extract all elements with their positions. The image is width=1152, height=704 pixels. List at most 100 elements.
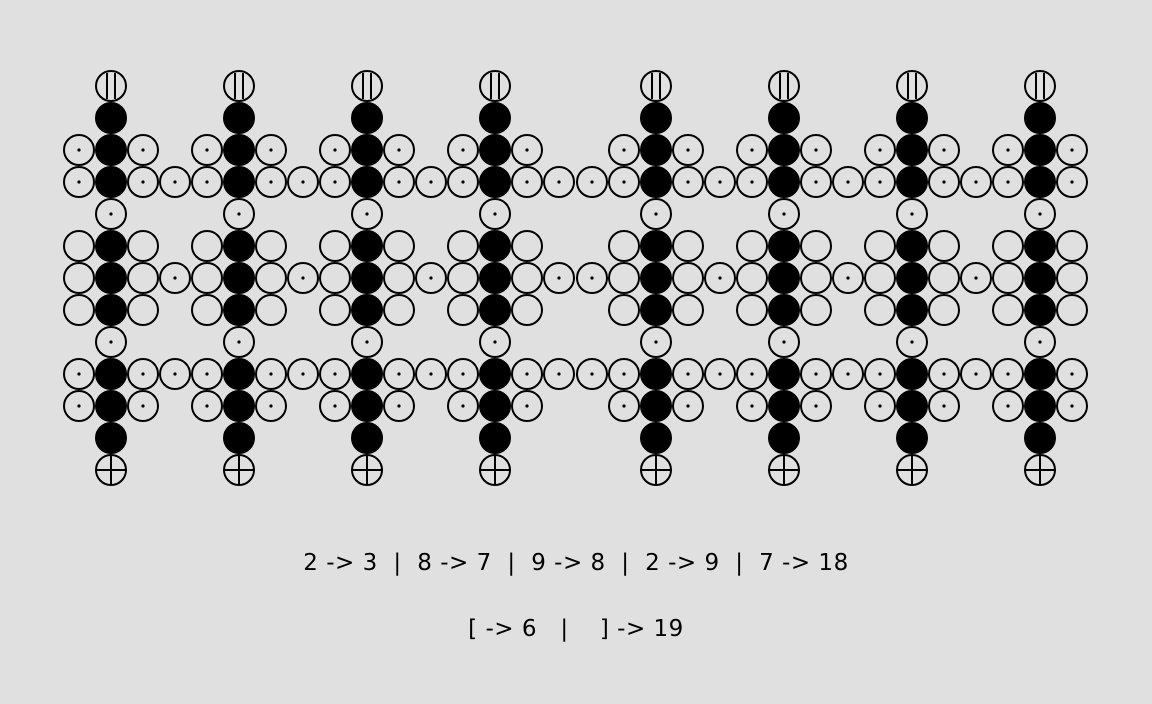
filled-piece	[351, 134, 383, 166]
filled-piece	[351, 390, 383, 422]
filled-piece	[223, 358, 255, 390]
empty-piece	[127, 262, 159, 294]
dot-piece	[479, 326, 511, 358]
dot-piece	[287, 358, 319, 390]
filled-piece	[768, 390, 800, 422]
filled-piece	[896, 358, 928, 390]
dot-piece	[1024, 198, 1056, 230]
dot-piece	[63, 358, 95, 390]
dot-piece	[159, 262, 191, 294]
filled-piece	[896, 262, 928, 294]
cross-piece	[768, 454, 800, 486]
dot-piece	[576, 358, 608, 390]
empty-piece	[928, 230, 960, 262]
dot-piece	[928, 358, 960, 390]
filled-piece	[640, 358, 672, 390]
filled-piece	[351, 422, 383, 454]
empty-piece	[864, 294, 896, 326]
filled-piece	[768, 134, 800, 166]
game-board	[63, 70, 1088, 486]
empty-piece	[864, 262, 896, 294]
filled-piece	[640, 294, 672, 326]
filled-piece	[223, 102, 255, 134]
dot-piece	[800, 390, 832, 422]
empty-piece	[1056, 262, 1088, 294]
empty-piece	[63, 230, 95, 262]
bar-piece	[223, 70, 255, 102]
dot-piece	[800, 166, 832, 198]
filled-piece	[351, 358, 383, 390]
filled-piece	[95, 230, 127, 262]
dot-piece	[800, 358, 832, 390]
dot-piece	[640, 198, 672, 230]
piece-column-1	[63, 70, 159, 486]
empty-piece	[608, 262, 640, 294]
empty-piece	[511, 294, 543, 326]
empty-piece	[319, 262, 351, 294]
filled-piece	[479, 262, 511, 294]
dot-piece	[1056, 134, 1088, 166]
dot-piece	[608, 134, 640, 166]
dot-piece	[127, 134, 159, 166]
filled-piece	[223, 294, 255, 326]
dot-piece	[127, 390, 159, 422]
dot-piece	[543, 358, 575, 390]
dot-piece	[287, 166, 319, 198]
filled-piece	[768, 294, 800, 326]
filled-piece	[768, 230, 800, 262]
dot-piece	[447, 390, 479, 422]
filled-piece	[351, 166, 383, 198]
empty-piece	[127, 230, 159, 262]
empty-piece	[447, 262, 479, 294]
filled-piece	[223, 230, 255, 262]
empty-piece	[736, 294, 768, 326]
empty-piece	[800, 262, 832, 294]
dot-piece	[672, 134, 704, 166]
filled-piece	[479, 358, 511, 390]
bar-piece	[351, 70, 383, 102]
filled-piece	[223, 390, 255, 422]
filled-piece	[1024, 166, 1056, 198]
filled-piece	[896, 422, 928, 454]
dot-piece	[896, 326, 928, 358]
dot-piece	[255, 166, 287, 198]
filled-piece	[479, 134, 511, 166]
dot-piece	[191, 358, 223, 390]
empty-piece	[127, 294, 159, 326]
filled-piece	[479, 390, 511, 422]
empty-piece	[800, 294, 832, 326]
empty-piece	[736, 230, 768, 262]
dot-piece	[928, 134, 960, 166]
empty-piece	[608, 294, 640, 326]
bracket-rules-text: [ -> 6 | ] -> 19	[468, 616, 684, 642]
empty-piece	[864, 230, 896, 262]
piece-column-8	[992, 70, 1088, 486]
empty-piece	[191, 262, 223, 294]
dot-piece	[704, 166, 736, 198]
filled-piece	[479, 294, 511, 326]
dot-piece	[447, 166, 479, 198]
filled-piece	[95, 358, 127, 390]
dot-piece	[447, 134, 479, 166]
filled-piece	[640, 230, 672, 262]
dot-piece	[736, 358, 768, 390]
dot-piece	[832, 358, 864, 390]
dot-piece	[511, 134, 543, 166]
dot-piece	[191, 166, 223, 198]
dot-piece	[319, 134, 351, 166]
filled-piece	[896, 390, 928, 422]
empty-piece	[800, 230, 832, 262]
dot-piece	[383, 134, 415, 166]
filled-piece	[95, 422, 127, 454]
filled-piece	[1024, 358, 1056, 390]
filled-piece	[768, 262, 800, 294]
dot-piece	[1024, 326, 1056, 358]
piece-column-3	[319, 70, 415, 486]
dot-piece	[992, 390, 1024, 422]
cross-piece	[479, 454, 511, 486]
empty-piece	[736, 262, 768, 294]
bar-piece	[768, 70, 800, 102]
filled-piece	[640, 166, 672, 198]
dot-piece	[319, 358, 351, 390]
filled-piece	[223, 166, 255, 198]
